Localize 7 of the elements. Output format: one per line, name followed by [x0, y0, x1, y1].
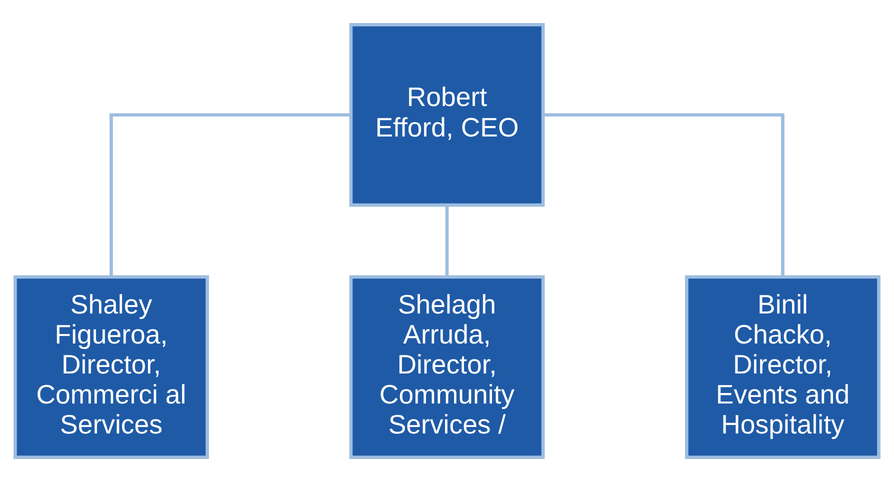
connector [445, 204, 449, 276]
node-box: Shelagh Arruda, Director, Community Services / [349, 274, 545, 458]
node-box: Robert Efford, CEO [349, 22, 545, 206]
node-box: Shaley Figueroa, Director, Commerci al Services [14, 274, 209, 458]
connector [543, 112, 784, 276]
node-box: Binil Chacko, Director, Events and Hospitality [685, 274, 880, 458]
connector [110, 112, 351, 276]
